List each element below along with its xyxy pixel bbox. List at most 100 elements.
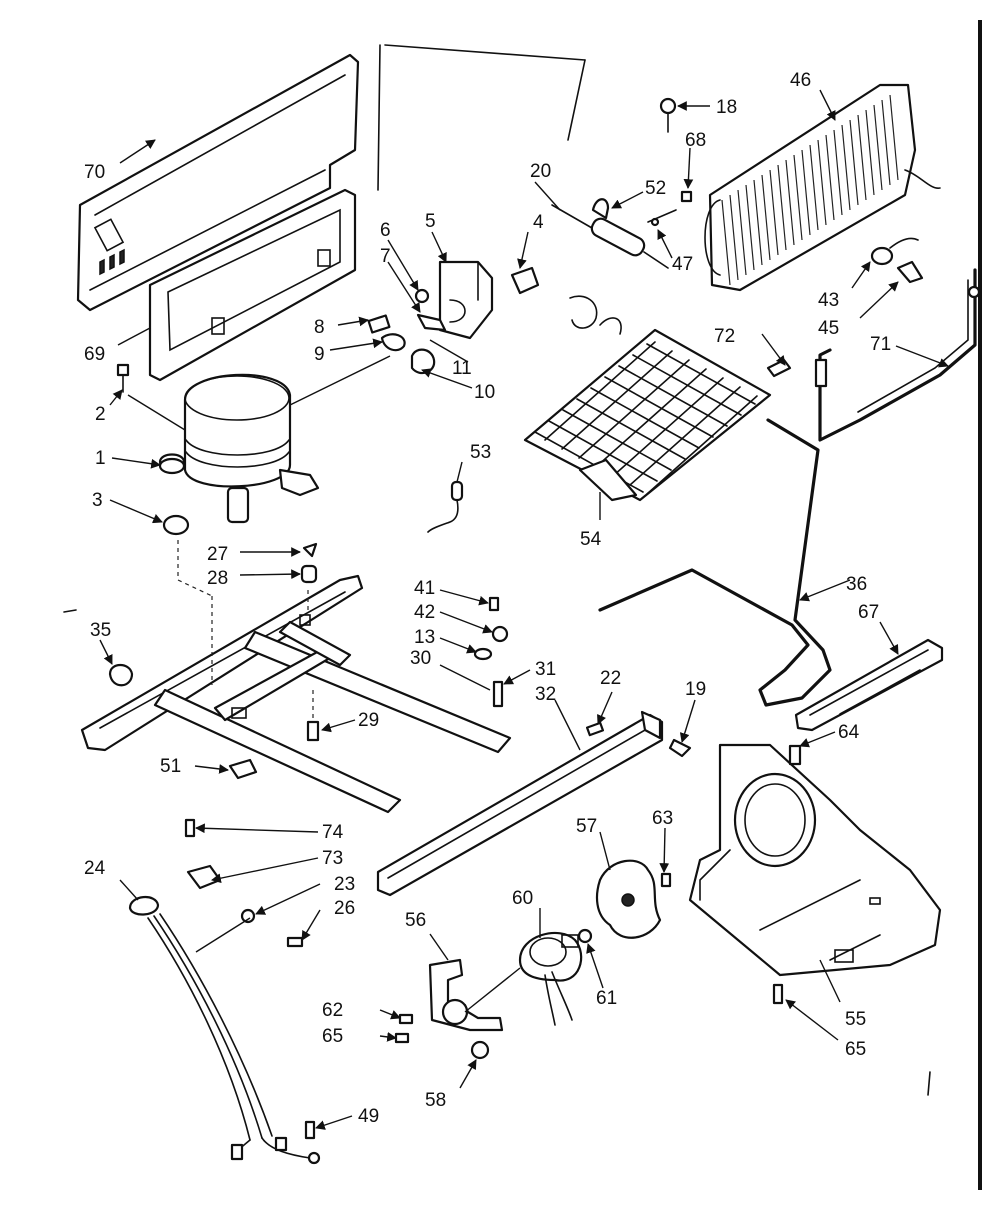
callout-9: 9 — [314, 344, 325, 365]
callout-52: 52 — [645, 178, 666, 199]
condenser-fin — [825, 134, 835, 221]
callout-62: 62 — [322, 1000, 343, 1021]
callout-2: 2 — [95, 404, 106, 425]
drain-trough — [794, 638, 944, 732]
callout-63: 63 — [652, 808, 673, 829]
evaporator-tube — [590, 387, 700, 449]
callout-1: 1 — [95, 448, 106, 469]
callout-24: 24 — [84, 858, 106, 879]
condenser-fin — [841, 124, 851, 211]
part-9 — [380, 333, 406, 352]
evaporator-tube — [544, 341, 656, 441]
part-29 — [306, 720, 320, 742]
bolt-2 — [116, 363, 130, 393]
condenser-fin — [753, 179, 763, 266]
callout-58: 58 — [425, 1090, 446, 1111]
screw-31 — [492, 680, 504, 708]
evaporator-tube — [595, 368, 707, 468]
fan-motor — [518, 931, 583, 1026]
screw-47 — [647, 209, 677, 227]
callout-3: 3 — [92, 490, 103, 511]
screw-26 — [286, 936, 304, 948]
callout-72: 72 — [714, 326, 735, 347]
callout-19: 19 — [685, 679, 706, 700]
part-73 — [186, 864, 222, 890]
callout-28: 28 — [207, 568, 228, 589]
condenser-fin — [721, 199, 731, 286]
callout-43: 43 — [818, 290, 839, 311]
callout-64: 64 — [838, 722, 860, 743]
callout-70: 70 — [84, 162, 105, 183]
callout-51: 51 — [160, 756, 181, 777]
screw-64 — [788, 744, 802, 766]
callout-18: 18 — [716, 97, 737, 118]
part-63 — [660, 872, 672, 888]
drier — [551, 204, 669, 269]
evaporator-tube — [612, 377, 724, 477]
condenser-fin — [785, 159, 795, 246]
condenser-fin — [833, 129, 843, 216]
base-frame — [80, 574, 512, 814]
part-6 — [414, 288, 430, 304]
condenser-fin — [745, 184, 755, 271]
tube-71-inner — [857, 279, 969, 413]
callout-53: 53 — [470, 442, 491, 463]
screw-62 — [398, 1013, 414, 1025]
screw-49 — [304, 1120, 316, 1140]
callout-20: 20 — [530, 161, 551, 182]
condenser-fin — [889, 94, 899, 181]
condenser-fin — [801, 149, 811, 236]
screw-65a — [394, 1032, 410, 1044]
condenser-fin — [873, 104, 883, 191]
part-45-tube — [814, 358, 828, 388]
callout-10: 10 — [474, 382, 495, 403]
callout-22: 22 — [600, 668, 621, 689]
screw-41 — [488, 596, 500, 612]
callout-56: 56 — [405, 910, 426, 931]
lower-panel — [148, 188, 357, 382]
dash-3 — [177, 579, 213, 597]
condenser-fin — [817, 139, 827, 226]
callout-13: 13 — [414, 627, 435, 648]
callout-23: 23 — [334, 874, 355, 895]
condenser-fin — [729, 194, 739, 281]
callout-46: 46 — [790, 70, 811, 91]
clip-45 — [896, 260, 924, 284]
part-13 — [473, 647, 493, 661]
motor-bracket — [428, 958, 504, 1032]
evaporator-tube — [578, 359, 690, 459]
part-28 — [300, 564, 318, 584]
wiring-harness — [128, 896, 321, 1165]
top-bracket-right — [567, 59, 586, 141]
evaporator-tube — [576, 398, 686, 460]
callout-7: 7 — [380, 246, 391, 267]
clip-4 — [510, 266, 540, 295]
screw-65b — [772, 983, 784, 1005]
condenser-fin — [881, 99, 891, 186]
part-10 — [410, 348, 436, 375]
callout-5: 5 — [425, 211, 436, 232]
screw-74 — [184, 818, 196, 838]
callout-68: 68 — [685, 130, 706, 151]
callout-49: 49 — [358, 1106, 379, 1127]
part-68 — [680, 190, 693, 203]
evaporator-tube — [562, 409, 672, 471]
fan-housing — [688, 743, 942, 977]
clip-52 — [591, 198, 610, 220]
screw-18 — [659, 97, 677, 133]
condenser-fin — [865, 109, 875, 196]
callout-31: 31 — [535, 659, 556, 680]
tube-71-bulb — [967, 285, 981, 299]
part-7 — [416, 313, 447, 332]
callout-71: 71 — [870, 334, 891, 355]
condenser-fin — [857, 114, 867, 201]
rear-access-panel — [76, 53, 360, 312]
clip-51 — [228, 758, 258, 780]
callout-67: 67 — [858, 602, 879, 623]
callout-36: 36 — [846, 574, 867, 595]
callout-11: 11 — [452, 358, 472, 379]
condenser-fin — [761, 174, 771, 261]
grommet-35 — [108, 663, 134, 687]
tube-71 — [818, 268, 977, 442]
callout-74: 74 — [322, 822, 344, 843]
